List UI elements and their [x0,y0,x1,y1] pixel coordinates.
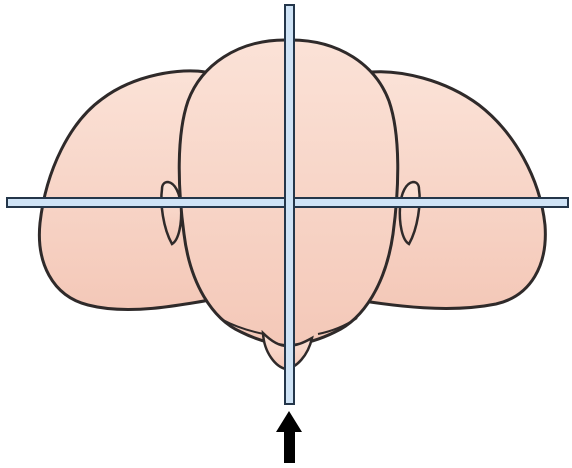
vertical-guide-line [285,5,294,404]
up-arrow-icon [276,411,302,463]
